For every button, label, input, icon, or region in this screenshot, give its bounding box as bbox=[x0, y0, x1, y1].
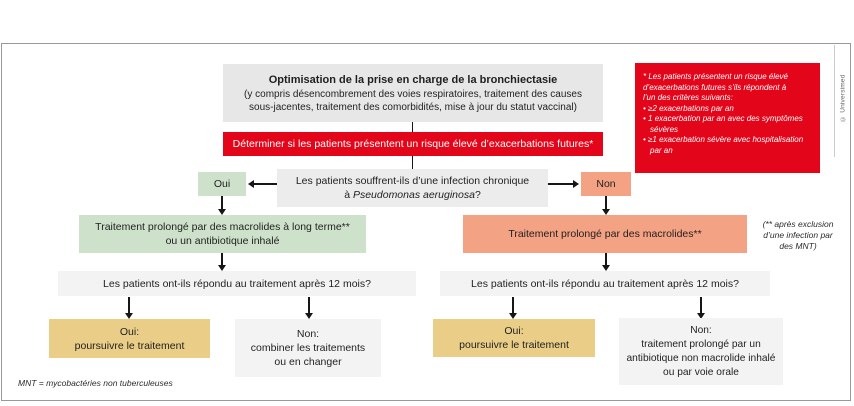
arrow-right-yes-outcome bbox=[512, 297, 514, 313]
outcome-right-no-box: Non: traitement prolongé par un antibiot… bbox=[619, 318, 783, 385]
outcome-right-yes-line2: poursuivre le traitement bbox=[459, 339, 569, 351]
arrowhead-to-yes bbox=[248, 180, 254, 188]
treatment-left-box: Traitement prolongé par des macrolides à… bbox=[79, 215, 366, 253]
branch-no-label: Non bbox=[596, 178, 616, 190]
arrowhead-yes-down bbox=[217, 209, 226, 215]
risk-criteria-bullet-3: • ≥1 exacerbation sévère avec hospitalis… bbox=[643, 135, 804, 155]
arrow-right-treatment-down bbox=[605, 253, 607, 265]
header-box: Optimisation de la prise en charge de la… bbox=[223, 64, 603, 122]
arrow-right-no-outcome bbox=[700, 297, 702, 313]
treatment-right-box: Traitement prolongé par des macrolides** bbox=[463, 215, 747, 253]
arrowhead-right-no-outcome bbox=[696, 313, 705, 319]
arrow-yes-down bbox=[221, 196, 223, 209]
outcome-left-no-line3: ou en changer bbox=[274, 356, 342, 368]
outcome-right-no-line4: ou par voie orale bbox=[663, 366, 739, 378]
arrowhead-to-no bbox=[573, 180, 579, 188]
branch-yes-box: Oui bbox=[198, 172, 246, 196]
risk-banner: Déterminer si les patients présentent un… bbox=[223, 132, 603, 156]
pseudomonas-question-prefix: à bbox=[344, 189, 353, 201]
arrowhead-left-yes-outcome bbox=[124, 313, 133, 319]
header-title: Optimisation de la prise en charge de la… bbox=[268, 73, 558, 86]
outcome-left-no-line1: Non: bbox=[296, 328, 320, 340]
arrow-left-treatment-down bbox=[221, 253, 223, 265]
pseudomonas-question-suffix: ? bbox=[474, 189, 481, 201]
response-question-right: Les patients ont-ils répondu au traiteme… bbox=[440, 271, 770, 296]
response-question-left-label: Les patients ont-ils répondu au traiteme… bbox=[103, 277, 371, 290]
outcome-right-yes-box: Oui: poursuivre le traitement bbox=[433, 319, 595, 357]
arrowhead-left-no-outcome bbox=[304, 313, 313, 319]
footnote: MNT = mycobactéries non tuberculeuses bbox=[18, 378, 173, 388]
connector-header-banner bbox=[411, 122, 413, 132]
pseudomonas-question-line2: à Pseudomonas aeruginosa? bbox=[344, 188, 481, 202]
outcome-left-yes-line1: Oui: bbox=[119, 325, 140, 338]
treatment-left-line1: Traitement prolongé par des macrolides à… bbox=[95, 221, 350, 233]
mnt-note-line3: des MNT) bbox=[779, 241, 817, 251]
pseudomonas-species: Pseudomonas aeruginosa bbox=[352, 189, 475, 201]
arrow-left-no-outcome bbox=[308, 297, 310, 313]
pseudomonas-question-line1: Les patients souffrent-ils d’une infecti… bbox=[295, 175, 530, 187]
outcome-right-no-line2: traitement prolongé par un bbox=[641, 338, 761, 350]
response-question-left: Les patients ont-ils répondu au traiteme… bbox=[58, 271, 416, 296]
risk-criteria-bullet-1: • ≥2 exacerbations par an bbox=[643, 103, 734, 113]
arrowhead-left-treatment-down bbox=[217, 265, 226, 271]
risk-criteria-bullet-2: • 1 exacerbation par an avec des symptôm… bbox=[643, 114, 803, 134]
treatment-left-line2: ou un antibiotique inhalé bbox=[165, 235, 280, 247]
mnt-note-line2: d’une infection par bbox=[763, 230, 833, 240]
connector-banner-question bbox=[411, 156, 413, 169]
outcome-right-no-line3: antibiotique non macrolide inhalé bbox=[626, 352, 776, 364]
outcome-left-no-box: Non: combiner les traitements ou en chan… bbox=[235, 319, 381, 377]
outcome-left-no-line2: combiner les traitements bbox=[250, 342, 366, 354]
outcome-right-no-line1: Non: bbox=[690, 324, 712, 336]
pseudomonas-question-box: Les patients souffrent-ils d’une infecti… bbox=[277, 169, 548, 207]
arrow-question-to-yes bbox=[254, 183, 277, 185]
risk-criteria-intro-1: * Les patients présentent un risque élev… bbox=[643, 72, 788, 81]
risk-criteria-box: * Les patients présentent un risque élev… bbox=[635, 63, 820, 173]
arrow-question-to-no bbox=[548, 183, 573, 185]
risk-criteria-intro-2: d’exacerbations futures s’ils répondent … bbox=[643, 82, 787, 92]
outcome-right-yes-line1: Oui: bbox=[504, 325, 524, 337]
arrow-no-down bbox=[605, 196, 607, 209]
header-subtitle-2: sous-jacentes, traitement des comorbidit… bbox=[249, 101, 577, 113]
outcome-left-yes-line2: poursuivre le traitement bbox=[74, 339, 185, 352]
mnt-exclusion-note: (** après exclusion d’une infection par … bbox=[748, 219, 848, 252]
arrowhead-right-yes-outcome bbox=[508, 313, 517, 319]
arrow-left-yes-outcome bbox=[128, 297, 130, 313]
credit-divider bbox=[834, 45, 835, 157]
arrowhead-right-treatment-down bbox=[601, 265, 610, 271]
branch-no-box: Non bbox=[581, 172, 631, 196]
treatment-right-label: Traitement prolongé par des macrolides** bbox=[508, 228, 702, 240]
response-question-right-label: Les patients ont-ils répondu au traiteme… bbox=[471, 277, 739, 290]
mnt-note-line1: (** après exclusion bbox=[762, 219, 834, 229]
risk-banner-label: Déterminer si les patients présentent un… bbox=[232, 138, 594, 150]
arrowhead-no-down bbox=[601, 209, 610, 215]
diagram-frame bbox=[1, 43, 851, 401]
credit-label: © Universimed bbox=[839, 74, 847, 122]
branch-yes-label: Oui bbox=[213, 178, 231, 190]
header-subtitle-1: (y compris désencombrement des voies res… bbox=[244, 88, 582, 100]
risk-criteria-intro-3: l’un des critères suivants: bbox=[643, 93, 733, 102]
outcome-left-yes-box: Oui: poursuivre le traitement bbox=[49, 319, 210, 358]
